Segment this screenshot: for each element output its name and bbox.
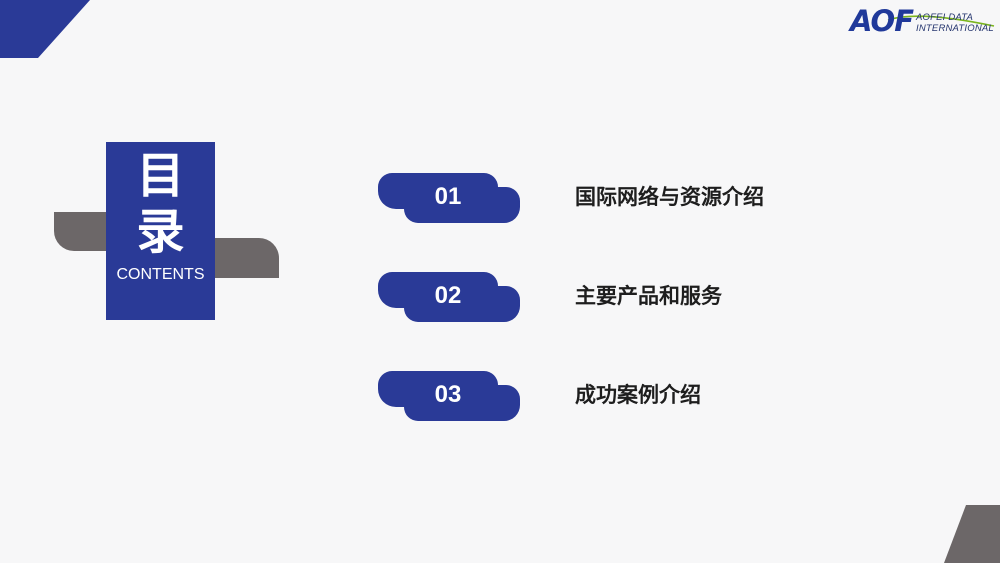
item-number-badge: 02 xyxy=(376,270,521,325)
logo-text: AOFEI DATA INTERNATIONAL xyxy=(916,12,994,34)
logo-mark: AOF xyxy=(850,4,914,38)
item-number-badge: 03 xyxy=(376,369,521,424)
contents-item-2[interactable]: 02 主要产品和服务 xyxy=(376,270,856,325)
logo-text-line1: AOFEI DATA xyxy=(916,12,974,23)
item-label: 成功案例介绍 xyxy=(575,383,701,407)
logo-swoosh-icon xyxy=(887,15,995,27)
logo-text-line2: INTERNATIONAL xyxy=(916,23,994,34)
title-char-2: 录 xyxy=(136,204,185,260)
contents-item-3[interactable]: 03 成功案例介绍 xyxy=(376,369,856,424)
company-logo: AOF AOFEI DATA INTERNATIONAL xyxy=(848,6,996,42)
corner-decoration-bottom-right xyxy=(944,505,1000,563)
contents-title-card: 目 录 CONTENTS xyxy=(106,142,215,320)
item-number-badge: 01 xyxy=(376,171,521,226)
contents-item-1[interactable]: 01 国际网络与资源介绍 xyxy=(376,171,856,226)
item-label: 国际网络与资源介绍 xyxy=(575,185,764,209)
title-char-1: 目 xyxy=(136,148,185,204)
item-number: 03 xyxy=(434,381,462,408)
corner-decoration-top-left xyxy=(0,0,90,58)
title-subtitle: CONTENTS xyxy=(116,266,205,283)
item-number: 01 xyxy=(434,183,462,210)
item-label: 主要产品和服务 xyxy=(575,284,722,308)
item-number: 02 xyxy=(434,282,462,309)
